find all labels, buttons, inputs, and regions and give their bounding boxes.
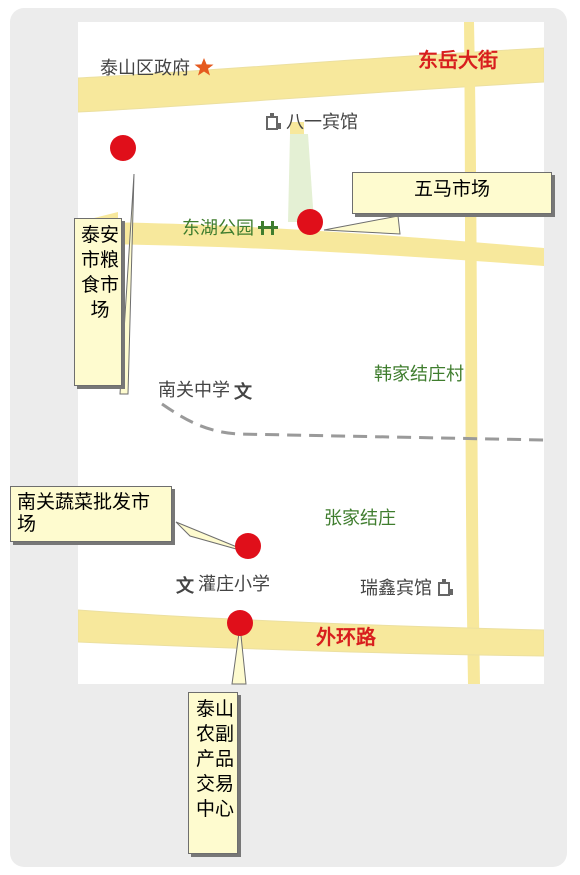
- place-zhangjia: 张家结庄: [324, 508, 396, 529]
- building-icon: [264, 112, 282, 130]
- marker-taian-grain: [110, 135, 136, 161]
- pointer-wuma: [323, 215, 401, 235]
- star-icon: [194, 58, 214, 76]
- pointer-nanguan-veg: [175, 521, 255, 555]
- place-taishan-gov: 泰山区政府: [100, 58, 218, 78]
- place-wenguan-school: 文灌庄小学: [176, 576, 270, 596]
- map-frame: 东岳大街 外环路 泰山区政府 八一宾馆 东湖公园 南关中学文 韩家结庄村 张家结…: [10, 8, 567, 867]
- callout-taishan-agri[interactable]: 泰山农副产品交易中心: [188, 692, 238, 854]
- place-wenguan-school-label: 灌庄小学: [198, 574, 270, 595]
- railway-line: [161, 402, 544, 442]
- pointer-taishan-agri-layer: [231, 625, 247, 685]
- marker-taishan-agri: [227, 610, 253, 636]
- place-nanguan-school: 南关中学文: [158, 382, 256, 402]
- place-taishan-gov-label: 泰山区政府: [100, 58, 190, 79]
- place-ruixin-hotel: 瑞鑫宾馆: [360, 578, 458, 598]
- callout-nanguan-veg[interactable]: 南关蔬菜批发市场: [10, 486, 172, 542]
- road-label-dongyue: 东岳大街: [418, 48, 498, 72]
- park-area: [288, 134, 314, 222]
- road-donghu: [98, 222, 544, 266]
- tree-icon: [258, 220, 278, 236]
- place-hanjia-village: 韩家结庄村: [374, 364, 464, 385]
- place-bayi-hotel: 八一宾馆: [260, 112, 358, 132]
- callout-nanguan-veg-label: 南关蔬菜批发市场: [17, 491, 151, 535]
- place-donghu-park: 东湖公园: [182, 220, 282, 238]
- marker-layer: [110, 135, 323, 636]
- marker-wuma: [297, 209, 323, 235]
- road-label-waihuan: 外环路: [316, 625, 376, 649]
- pointer-taian-grain: [119, 173, 135, 395]
- school-icon: 文: [176, 576, 194, 597]
- callout-taishan-agri-label: 泰山农副产品交易中心: [195, 698, 234, 820]
- callout-wuma-label: 五马市场: [413, 178, 490, 200]
- place-ruixin-hotel-label: 瑞鑫宾馆: [360, 578, 432, 599]
- road-waihuan: [78, 609, 544, 657]
- building-icon: [436, 578, 454, 596]
- school-icon: 文: [234, 382, 252, 403]
- place-bayi-hotel-label: 八一宾馆: [286, 112, 358, 133]
- callout-taian-grain-label: 泰安市粮食市场: [81, 224, 120, 321]
- callout-wuma[interactable]: 五马市场: [352, 172, 552, 214]
- place-donghu-park-label: 东湖公园: [182, 218, 254, 239]
- place-nanguan-school-label: 南关中学: [158, 380, 230, 401]
- pointer-taishan-agri: [231, 625, 247, 685]
- marker-nanguan-veg: [235, 533, 261, 559]
- callout-taian-grain[interactable]: 泰安市粮食市场: [74, 218, 122, 386]
